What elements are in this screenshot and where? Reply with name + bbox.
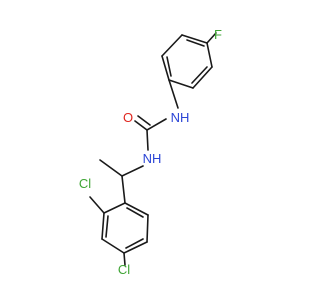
bond-ring2-b bbox=[101, 212, 105, 240]
bond-n-c-upper bbox=[146, 118, 167, 131]
atom-label-amide-nh-lower: NH bbox=[143, 151, 162, 166]
bond-c-o-1 bbox=[134, 120, 148, 131]
bond-ring1-b bbox=[181, 34, 208, 44]
bond-ring1-n bbox=[168, 79, 179, 109]
bond-ring2-a bbox=[103, 202, 126, 214]
bond-ring1-inner-3 bbox=[166, 56, 172, 77]
bond-ring1-inner-2 bbox=[191, 66, 208, 84]
bond-c-f bbox=[206, 32, 217, 44]
bond-ch-ring2 bbox=[121, 175, 126, 204]
bond-ring1-c bbox=[206, 42, 213, 68]
bond-ring2-inner-2 bbox=[125, 238, 144, 249]
atom-label-chlorine-para: Cl bbox=[118, 262, 130, 277]
bond-c-n-lower bbox=[146, 129, 149, 151]
bond-ring2-f bbox=[124, 202, 149, 216]
bond-ring2-e bbox=[146, 214, 149, 243]
bond-ring1-a bbox=[161, 34, 183, 57]
bond-ring1-inner-1 bbox=[186, 39, 205, 47]
atom-label-oxygen: O bbox=[123, 110, 133, 125]
bond-ch-methyl bbox=[99, 159, 123, 177]
bond-n-ch bbox=[121, 165, 144, 177]
bond-c-o-2 bbox=[137, 115, 151, 126]
bond-ring2-inner-1 bbox=[105, 215, 109, 238]
bond-ring2-inner-3 bbox=[126, 207, 144, 218]
atom-label-fluorine: F bbox=[214, 27, 222, 42]
atom-labels: F O NH NH Cl Cl bbox=[79, 27, 222, 277]
bond-ring1-d bbox=[192, 66, 213, 89]
bond-c-cl-ortho bbox=[89, 196, 105, 214]
bond-ring2-c bbox=[101, 238, 125, 254]
bond-ring2-d bbox=[123, 241, 148, 254]
bond-lines bbox=[89, 32, 217, 266]
molecule-structure-diagram: F O NH NH Cl Cl bbox=[79, 27, 222, 277]
bond-ring1-f bbox=[161, 55, 170, 81]
atom-label-chlorine-ortho: Cl bbox=[79, 176, 91, 191]
bond-c-cl-para bbox=[123, 252, 126, 266]
atom-label-amide-nh-upper: NH bbox=[171, 110, 190, 125]
bond-ring1-e bbox=[168, 79, 194, 89]
